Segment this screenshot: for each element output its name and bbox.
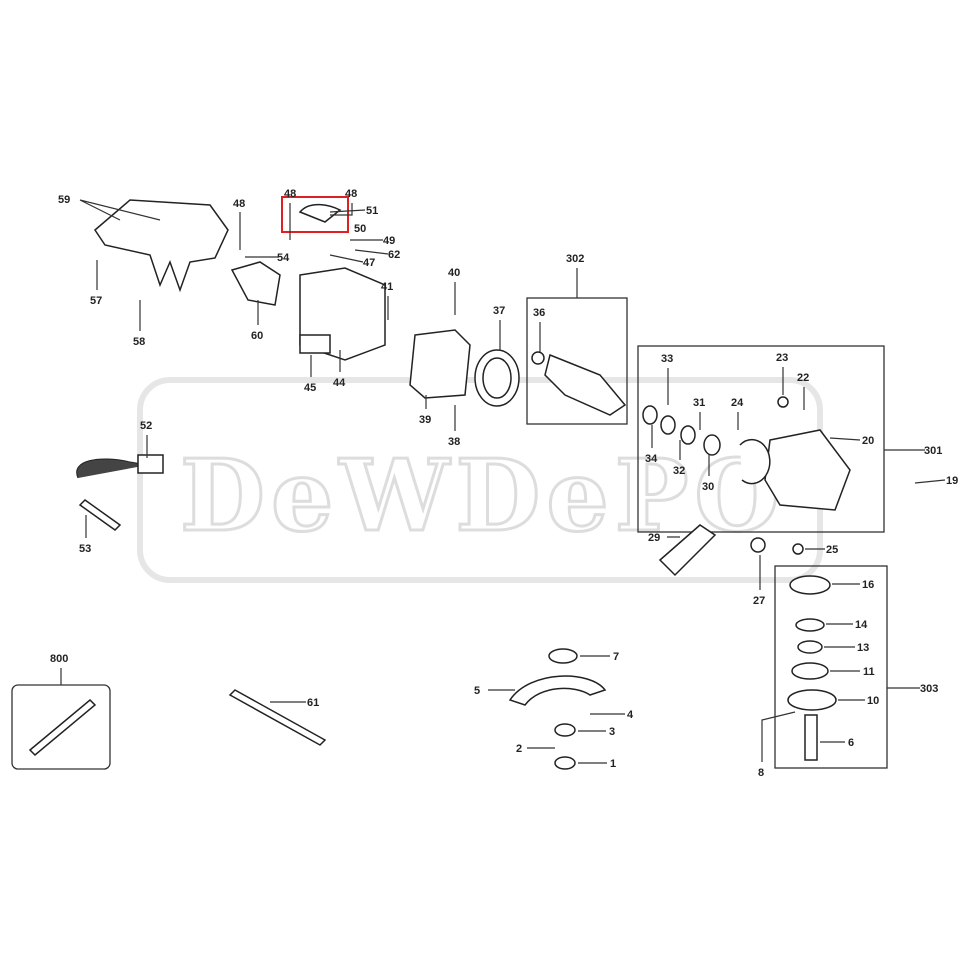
label-59: 59 xyxy=(58,194,70,206)
label-44: 44 xyxy=(333,377,346,389)
label-62: 62 xyxy=(388,249,400,261)
label-7: 7 xyxy=(613,651,619,663)
label-24: 24 xyxy=(731,397,744,409)
label-49: 49 xyxy=(383,235,395,247)
label-2: 2 xyxy=(516,743,522,755)
label-61: 61 xyxy=(307,697,319,709)
label-11: 11 xyxy=(863,666,875,678)
label-57: 57 xyxy=(90,295,102,307)
label-29: 29 xyxy=(648,532,660,544)
label-20: 20 xyxy=(862,435,874,447)
label-27: 27 xyxy=(753,595,765,607)
label-48: 48 xyxy=(345,188,357,200)
label-13: 13 xyxy=(857,642,869,654)
label-45: 45 xyxy=(304,382,316,394)
label-23: 23 xyxy=(776,352,788,364)
label-33: 33 xyxy=(661,353,673,365)
label-800: 800 xyxy=(50,653,68,665)
label-6: 6 xyxy=(848,737,854,749)
label-54: 54 xyxy=(277,252,290,264)
part-301-box xyxy=(637,345,885,533)
label-3: 3 xyxy=(609,726,615,738)
label-47: 47 xyxy=(363,257,375,269)
part-labels: 59 48 48 48 51 50 49 62 47 54 57 58 60 4… xyxy=(50,188,958,779)
label-302: 302 xyxy=(566,253,584,265)
label-22: 22 xyxy=(797,372,809,384)
label-48: 48 xyxy=(233,198,245,210)
label-303: 303 xyxy=(920,683,938,695)
label-51: 51 xyxy=(366,205,378,217)
label-41: 41 xyxy=(381,281,393,293)
part-303-box xyxy=(774,565,888,769)
label-58: 58 xyxy=(133,336,145,348)
label-36: 36 xyxy=(533,307,545,319)
label-40: 40 xyxy=(448,267,460,279)
watermark: DeWDePO xyxy=(137,377,823,583)
label-4: 4 xyxy=(627,709,634,721)
label-52: 52 xyxy=(140,420,152,432)
label-53: 53 xyxy=(79,543,91,555)
label-8: 8 xyxy=(758,767,764,779)
part-shapes xyxy=(28,199,851,770)
label-14: 14 xyxy=(855,619,868,631)
label-60: 60 xyxy=(251,330,263,342)
label-39: 39 xyxy=(419,414,431,426)
label-1: 1 xyxy=(610,758,616,770)
label-16: 16 xyxy=(862,579,874,591)
label-10: 10 xyxy=(867,695,879,707)
label-32: 32 xyxy=(673,465,685,477)
label-19: 19 xyxy=(946,475,958,487)
label-25: 25 xyxy=(826,544,838,556)
label-38: 38 xyxy=(448,436,460,448)
svg-text:DeWDePO: DeWDePO xyxy=(180,439,786,554)
label-34: 34 xyxy=(645,453,658,465)
label-50: 50 xyxy=(354,223,366,235)
label-31: 31 xyxy=(693,397,705,409)
leader-lines xyxy=(60,199,946,764)
label-48: 48 xyxy=(284,188,296,200)
label-5: 5 xyxy=(474,685,480,697)
label-37: 37 xyxy=(493,305,505,317)
label-30: 30 xyxy=(702,481,714,493)
label-301: 301 xyxy=(924,445,942,457)
